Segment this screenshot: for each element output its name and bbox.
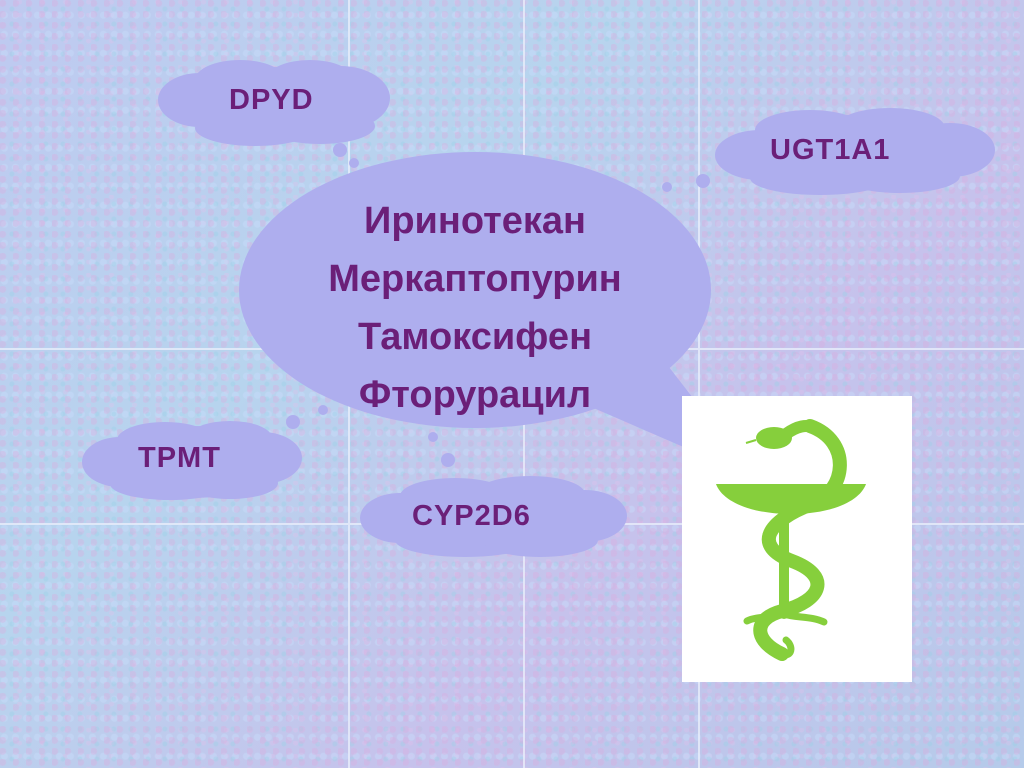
gene-label-ugt1a1: UGT1A1 [770, 134, 891, 166]
gene-label-dpyd: DPYD [229, 84, 314, 116]
gene-label-cyp2d6: CYP2D6 [412, 500, 531, 532]
bowl-of-hygieia-icon [682, 396, 912, 682]
drug-tamoxifen: Тамоксифен [357, 316, 593, 358]
cloud-tpmt [82, 405, 328, 500]
drug-mercaptopurine: Меркаптопурин [328, 258, 622, 300]
drug-list: Иринотекан Меркаптопурин Тамоксифен Фтор… [290, 192, 660, 424]
speech-bubble [239, 152, 711, 428]
cloud-dpyd [158, 60, 390, 168]
gene-label-tpmt: TPMT [138, 442, 221, 474]
drug-fluorouracil: Фторурацил [358, 374, 592, 416]
cloud-ugt1a1 [662, 108, 995, 195]
drug-irinotecan: Иринотекан [364, 200, 586, 242]
cloud-cyp2d6 [360, 432, 627, 557]
